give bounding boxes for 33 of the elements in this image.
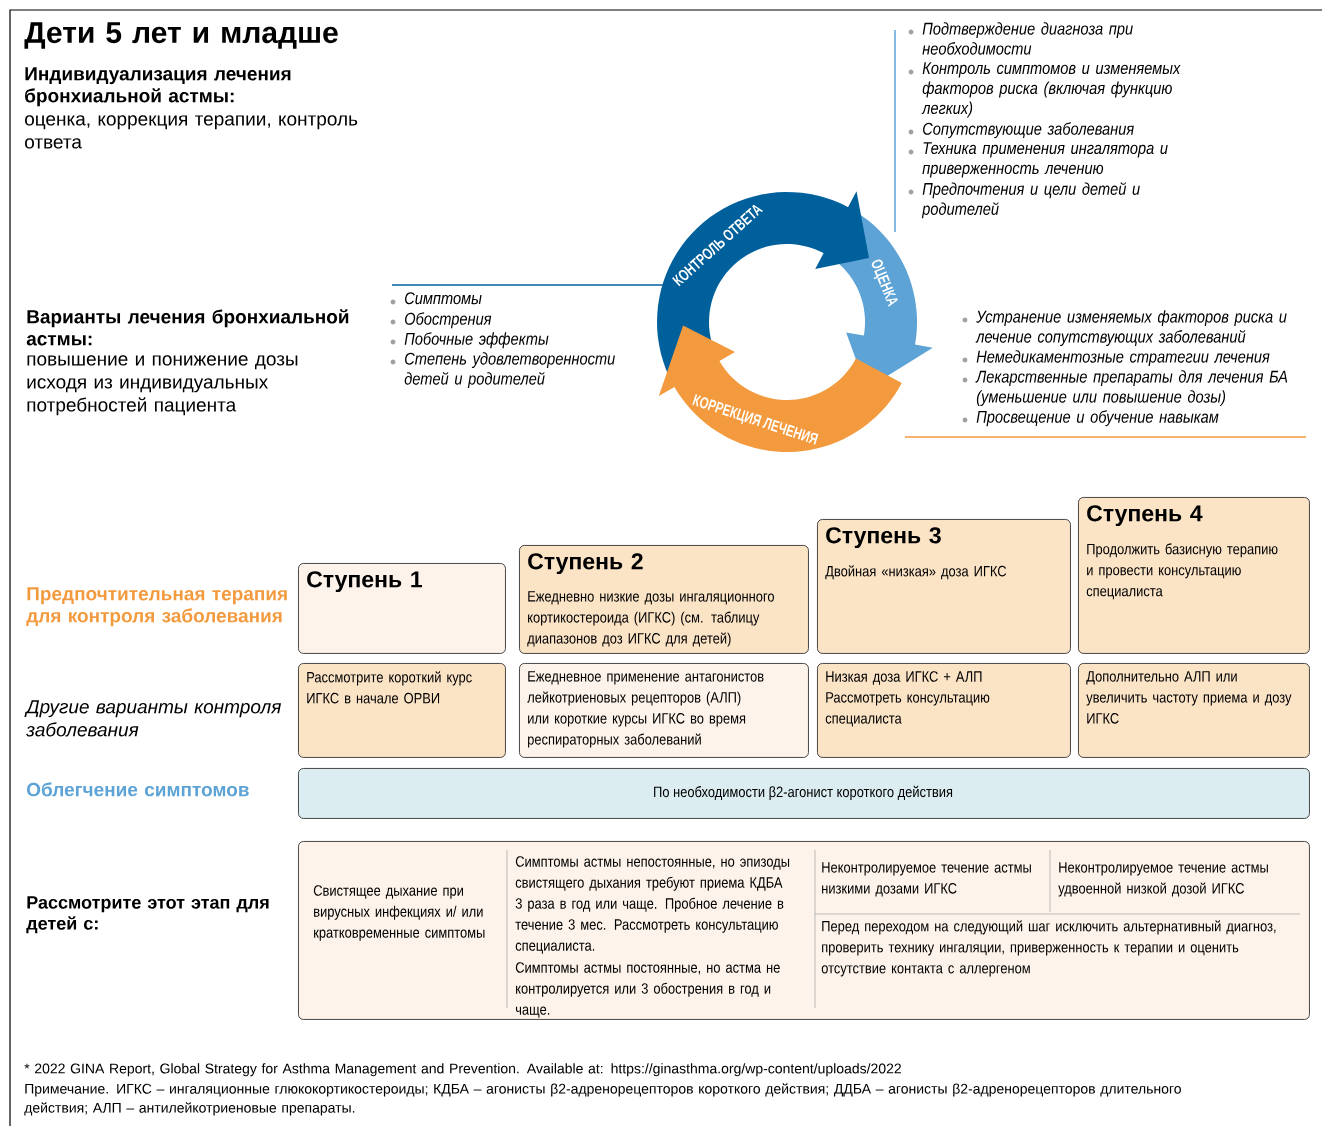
row-label: Другие варианты контроля заболевания xyxy=(24,700,281,737)
row-label: Рассмотрите этот этап для детей с: xyxy=(26,896,269,934)
relief-box: По необходимости β2-агонист короткого действия xyxy=(298,768,1310,819)
step-box: Ступень 1 xyxy=(298,563,506,654)
bullet-item: Лекарственные препараты для лечения БА (уменьшение или повышение дозы) xyxy=(962,370,1288,407)
footnote: * 2022 GINA Report, Global Strategy for Asthma Management and Prevention. Available at: https://ginasthma.org/wp-content/uploads/2022 xyxy=(24,1063,901,1077)
option-box: Рассмотрите короткий курс ИГКС в начале ОРВИ xyxy=(298,663,506,758)
footnote: Примечание. ИГКС – ингаляционные глюкокортикостероиды; КДБА – агонисты β2-адренорецепторов короткого действия; ДДБА – агонисты β2-адренорецепторов длительного действия; АЛП – антилейкотриеновые препараты. xyxy=(24,1083,1181,1116)
subheading: Варианты лечения бронхиальной астмы: xyxy=(26,309,349,346)
subheading: Индивидуализация лечения бронхиальной астмы: xyxy=(25,67,291,107)
bullet-item: Просвещение и обучение навыкам xyxy=(962,410,1219,427)
description: повышение и понижение дозы исходя из индивидуальных потребностей пациента xyxy=(27,355,298,416)
bullet-item: Техника применения ингалятора и приверженность лечению xyxy=(908,142,1168,178)
criteria-table: Свистящее дыхание при вирусных инфекциях и/ или кратковременные симптомы Симптомы астмы непостоянные, но эпизоды свистящего дыхания требуют приема КДБА 3 раза в год или чаще. Пробное лечение в течение 3 мес. Рассмотреть консультацию специалиста. Симптомы астмы постоянные, но астма не контролируется или 3 обострения в год и чаще. Неконтролируемое течение астмы низкими дозами ИГКС Неконтролируемое течение астмы удвоенной низкой дозой ИГКС Перед переходом на следующий шаг исключить альтернативный диагноз, проверить технику ингаляции, приверженность к терапии и оценить отсутствие контакта с аллергеном xyxy=(298,841,1310,1020)
bullet-item: Подтверждение диагноза при необходимости xyxy=(908,22,1133,55)
row-label: Облегчение симптомов xyxy=(27,782,249,797)
option-box: Низкая доза ИГКС + АЛП Рассмотреть консультацию специалиста xyxy=(817,663,1071,758)
step-box: Ступень 3 Двойная «низкая» доза ИГКС xyxy=(817,519,1071,654)
bullet-item: Сопутствующие заболевания xyxy=(908,122,1134,139)
bullet-item: Обострения xyxy=(390,312,492,329)
bullet-item: Немедикаментозные стратегии лечения xyxy=(962,350,1270,367)
bullet-item: Степень удовлетворенности детей и родителей xyxy=(390,352,615,389)
description: оценка, коррекция терапии, контроль ответа xyxy=(25,115,358,149)
row-label: Предпочтительная терапия для контроля заболевания xyxy=(26,587,287,627)
title: Дети 5 лет и младше xyxy=(24,22,338,49)
bullet-item: Побочные эффекты xyxy=(390,332,549,349)
bullet-item: Устранение изменяемых факторов риска и лечение сопутствующих заболеваний xyxy=(962,310,1287,347)
option-box: Дополнительно АЛП или увеличить частоту приема и дозу ИГКС xyxy=(1078,663,1310,758)
step-box: Ступень 2 Ежедневно низкие дозы ингаляционного кортикостероида (ИГКС) (см. таблицу диапазонов доз ИГКС для детей) xyxy=(519,545,809,654)
bullet-item: Симптомы xyxy=(390,292,482,305)
step-box: Ступень 4 Продолжить базисную терапию и провести консультацию специалиста xyxy=(1078,497,1310,654)
bullet-item: Контроль симптомов и изменяемых факторов риска (включая функцию легких) xyxy=(908,62,1181,118)
option-box: Ежедневное применение антагонистов лейкотриеновых рецепторов (АЛП) или короткие курсы ИГКС во время респираторных заболеваний xyxy=(519,663,809,758)
